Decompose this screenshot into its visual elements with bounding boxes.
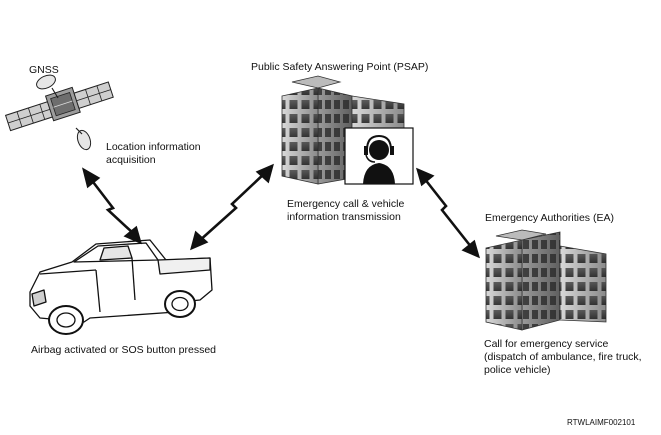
service-line1: Call for emergency service	[484, 338, 609, 350]
operator-headset-icon	[344, 127, 414, 185]
figure-code: RTWLAIMF002101	[567, 418, 636, 427]
transmission-line1: Emergency call & vehicle	[287, 198, 405, 210]
lightning-arrow-icon	[81, 167, 143, 245]
location-acquisition-line1: Location information	[106, 141, 201, 153]
psap-label: Public Safety Answering Point (PSAP)	[251, 61, 429, 73]
pickup-truck-icon	[29, 239, 213, 335]
ea-label: Emergency Authorities (EA)	[485, 212, 614, 224]
transmission-line2: information transmission	[287, 211, 401, 223]
service-label: Call for emergency service (dispatch of …	[484, 338, 642, 377]
gnss-label: GNSS	[29, 64, 59, 76]
location-acquisition-label: Location information acquisition	[106, 141, 201, 167]
service-line3: police vehicle)	[484, 364, 551, 376]
location-acquisition-line2: acquisition	[106, 154, 156, 166]
lightning-arrow-icon	[190, 163, 274, 251]
lightning-arrow-icon	[415, 167, 481, 259]
building-icon	[485, 229, 607, 331]
transmission-label: Emergency call & vehicle information tra…	[287, 198, 404, 224]
service-line2: (dispatch of ambulance, fire truck,	[484, 351, 642, 363]
satellite-icon	[4, 74, 114, 151]
vehicle-label: Airbag activated or SOS button pressed	[31, 344, 217, 356]
